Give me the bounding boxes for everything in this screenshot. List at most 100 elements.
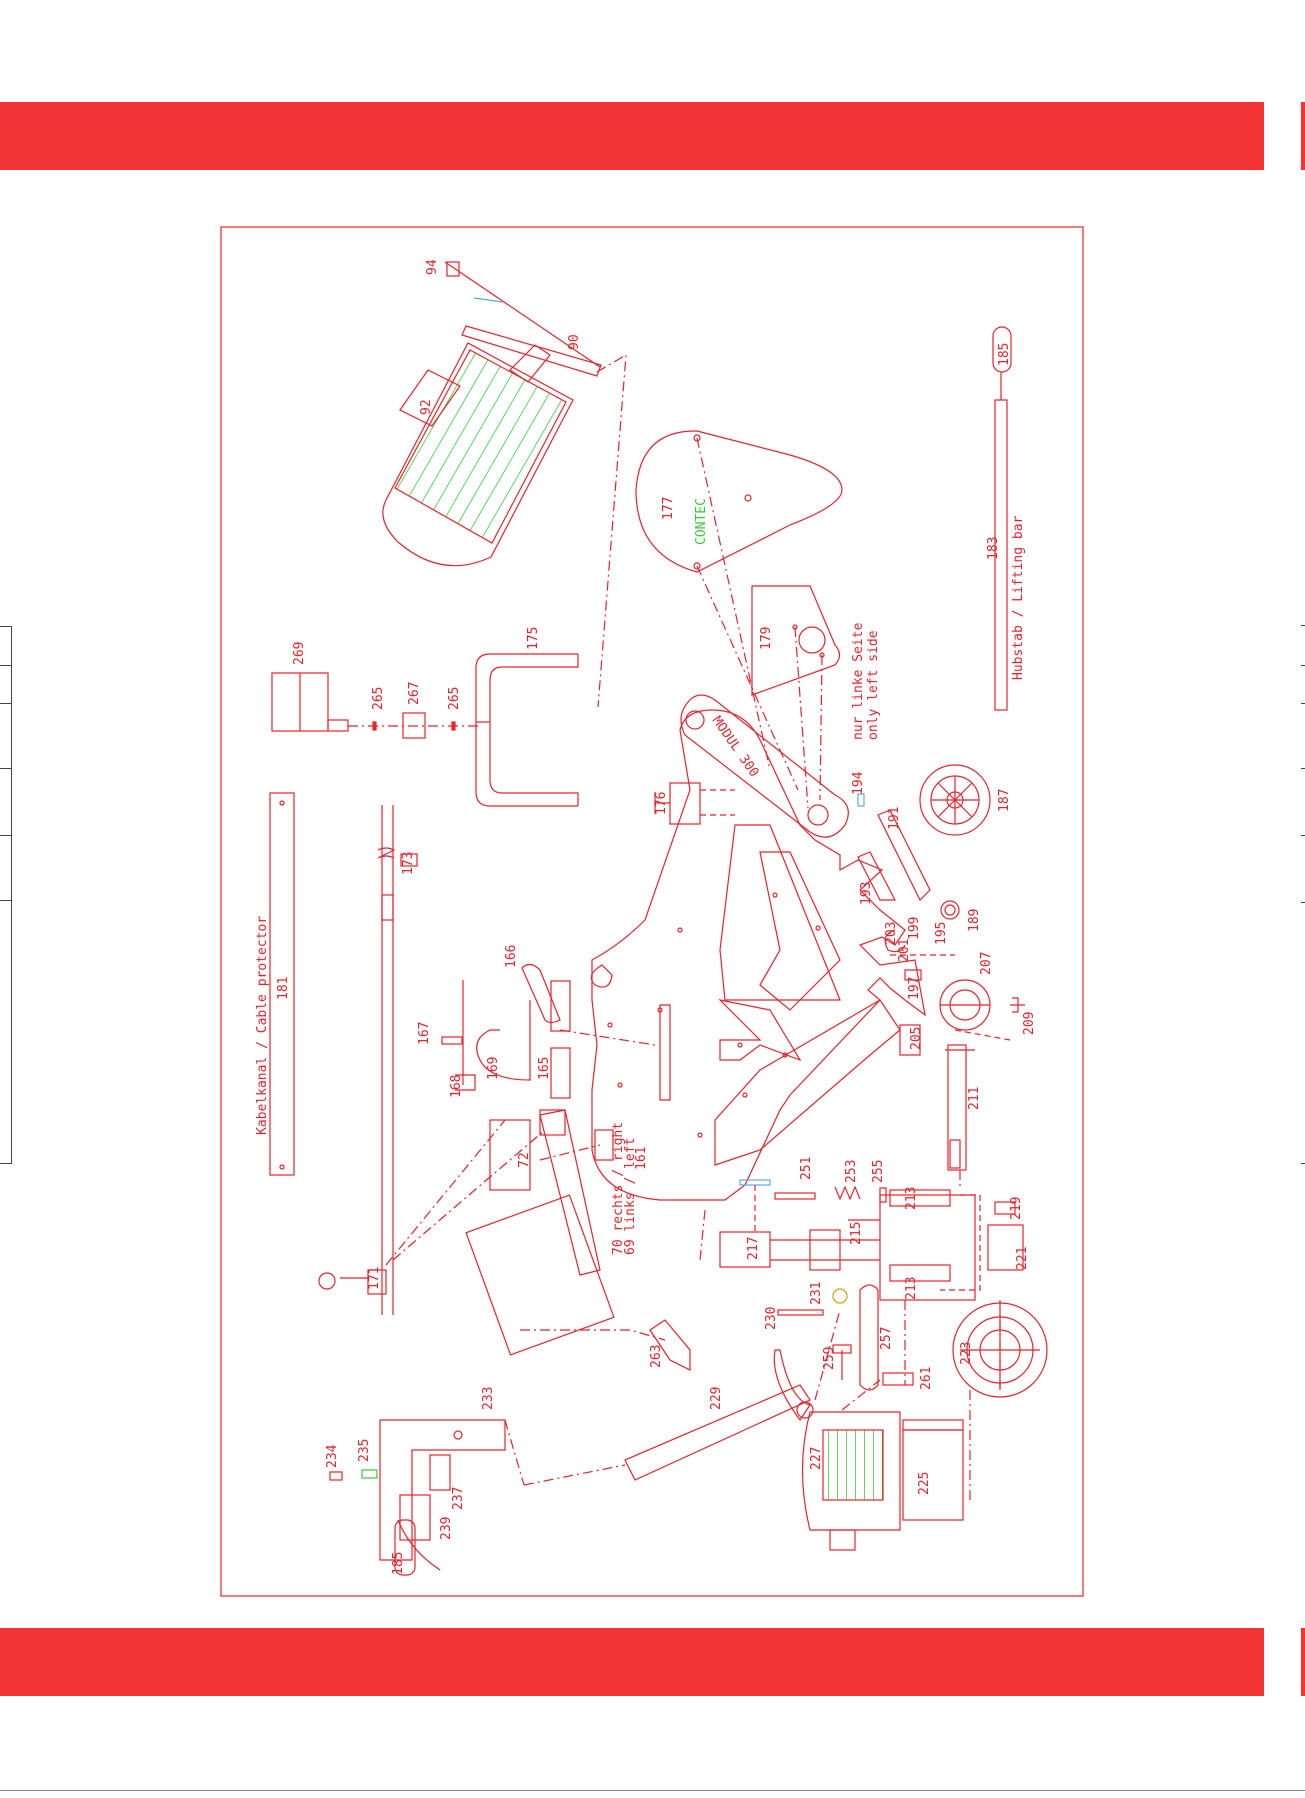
plate-257 bbox=[859, 1284, 879, 1391]
assembly-line bbox=[596, 353, 627, 708]
grip-185 bbox=[394, 1519, 416, 1576]
part-label: 229 bbox=[709, 1387, 724, 1410]
side-table-rule bbox=[0, 835, 12, 836]
cap-185 bbox=[992, 326, 1012, 373]
part-labels: CONTEC MODUL 300 nur linke Seite only le… bbox=[255, 259, 1037, 1575]
part-label: 261 bbox=[919, 1367, 934, 1390]
ring-189 bbox=[940, 900, 960, 920]
part-label: 239 bbox=[439, 1517, 454, 1540]
note-cable-protector: Kabelkanal / Cable protector bbox=[255, 916, 270, 1135]
part-label: 205 bbox=[909, 1027, 924, 1050]
arm-229 bbox=[624, 1384, 811, 1481]
cover-177 bbox=[635, 430, 843, 573]
spring-253 bbox=[834, 1185, 861, 1201]
part-label: 265 bbox=[371, 687, 386, 710]
bottom-rule bbox=[0, 1790, 1305, 1791]
model-plate bbox=[680, 694, 849, 838]
model-label: MODUL 300 bbox=[709, 714, 762, 780]
edge-tick bbox=[1301, 665, 1305, 666]
part-label: 197 bbox=[907, 977, 922, 1000]
note-right-left-1: 70 rechts / right bbox=[611, 1122, 626, 1255]
drawing-frame bbox=[220, 226, 1084, 1597]
part-label: 72 bbox=[517, 1152, 532, 1168]
part-191 bbox=[877, 809, 931, 902]
part-label: 213 bbox=[904, 1187, 919, 1210]
side-table-rule bbox=[0, 1163, 12, 1164]
pin-230 bbox=[777, 1309, 824, 1316]
part-label: 253 bbox=[844, 1160, 859, 1183]
part-label: 168 bbox=[449, 1075, 464, 1098]
part-label: 207 bbox=[979, 952, 994, 975]
plate-69-70 bbox=[465, 1194, 615, 1356]
bushing-221 bbox=[987, 1224, 1024, 1271]
side-table-rule bbox=[0, 665, 12, 666]
part-label: 235 bbox=[357, 1439, 372, 1462]
assembly-lines bbox=[385, 1119, 1001, 1500]
part-label: 185 bbox=[997, 343, 1012, 366]
part-label: 267 bbox=[407, 682, 422, 705]
part-label: 259 bbox=[822, 1347, 837, 1370]
part-label: 90 bbox=[567, 334, 582, 350]
shaft-211 bbox=[945, 1044, 975, 1171]
edge-tick bbox=[1301, 835, 1305, 836]
part-label: 177 bbox=[661, 497, 676, 520]
cable-protector-181 bbox=[269, 792, 295, 1176]
part-label: 193 bbox=[859, 882, 874, 905]
hub-207 bbox=[939, 979, 991, 1031]
part-label: 185 bbox=[391, 1552, 406, 1575]
part-label: 191 bbox=[887, 807, 902, 830]
edge-tick bbox=[1301, 703, 1305, 704]
part-label: 225 bbox=[917, 1472, 932, 1495]
part-label: 175 bbox=[526, 627, 541, 650]
part-label: 211 bbox=[967, 1087, 982, 1110]
part-label: 189 bbox=[967, 909, 982, 932]
part-label: 194 bbox=[851, 771, 866, 795]
edge-tick bbox=[1301, 625, 1305, 626]
drum-motor-92 bbox=[382, 261, 602, 567]
part-166 bbox=[521, 963, 561, 1024]
part-label: 183 bbox=[986, 537, 1001, 560]
side-table-rule bbox=[0, 703, 12, 704]
part-label: 195 bbox=[934, 922, 949, 945]
footer-band-tab bbox=[1301, 1628, 1305, 1696]
edge-tick bbox=[1301, 768, 1305, 769]
part-label: 213 bbox=[904, 1277, 919, 1300]
part-label: 227 bbox=[809, 1447, 824, 1470]
part-label: 223 bbox=[959, 1342, 974, 1365]
part-label: 92 bbox=[419, 399, 434, 415]
edge-tick bbox=[1301, 902, 1305, 903]
part-169 bbox=[476, 1000, 531, 1081]
footer-band bbox=[0, 1628, 1264, 1696]
note-right-left-2: 69 links / left bbox=[623, 1138, 638, 1255]
handle-175 bbox=[489, 654, 579, 806]
part-label: 169 bbox=[486, 1057, 501, 1080]
wheel-187 bbox=[919, 764, 991, 836]
part-label: 263 bbox=[649, 1345, 664, 1368]
pin-251 bbox=[774, 1192, 816, 1200]
part-label: 221 bbox=[1015, 1247, 1030, 1270]
part-label: 161 bbox=[634, 1147, 649, 1170]
part-label: 217 bbox=[746, 1237, 761, 1260]
part-label: 179 bbox=[759, 627, 774, 650]
brand-label: CONTEC bbox=[694, 498, 709, 545]
lever-rod-171 bbox=[318, 805, 418, 1315]
plate-179 bbox=[751, 585, 841, 696]
header-band-tab bbox=[1301, 102, 1305, 170]
part-label: 234 bbox=[325, 1444, 340, 1468]
part-label: 201 bbox=[897, 939, 912, 962]
part-label: 265 bbox=[447, 687, 462, 710]
part-label: 167 bbox=[417, 1022, 432, 1045]
edge-tick bbox=[1301, 1163, 1305, 1164]
part-261 bbox=[882, 1372, 914, 1386]
side-table-rule bbox=[0, 626, 12, 627]
note-left-only-en: only left side bbox=[866, 630, 881, 740]
part-199 bbox=[884, 929, 906, 953]
part-label: 269 bbox=[292, 642, 307, 665]
part-label: 215 bbox=[849, 1222, 864, 1245]
part-193 bbox=[857, 851, 896, 901]
part-label: 203 bbox=[884, 922, 899, 945]
part-263 bbox=[649, 1319, 691, 1371]
part-161 bbox=[594, 1129, 614, 1161]
bolt-209 bbox=[1010, 997, 1025, 1013]
part-label: 181 bbox=[276, 977, 291, 1000]
